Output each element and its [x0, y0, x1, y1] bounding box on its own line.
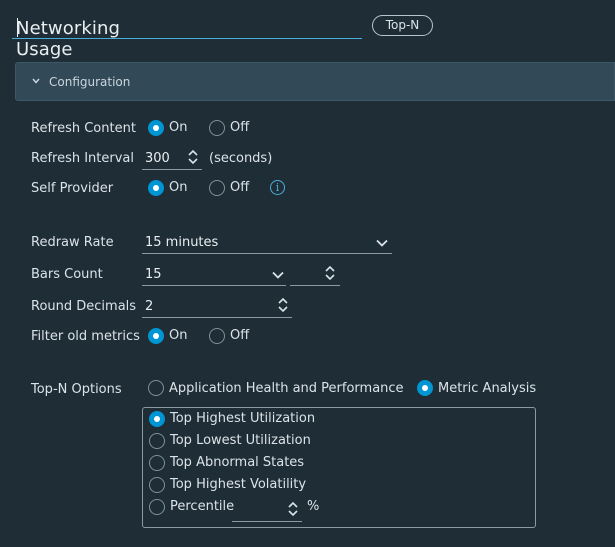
configuration-label: Configuration: [49, 75, 131, 89]
redraw-rate-label: Redraw Rate: [31, 235, 114, 250]
filter-old-metrics-label: Filter old metrics: [31, 329, 140, 344]
choice-top-highest-volatility-text: Top Highest Volatility: [170, 477, 307, 492]
bars-count-value: 15: [145, 267, 162, 282]
spinner-icon[interactable]: [288, 501, 298, 517]
choice-percentile-radio[interactable]: [149, 499, 165, 515]
chevron-down-icon: [272, 271, 284, 279]
spinner-icon[interactable]: [188, 149, 198, 165]
configuration-section-header[interactable]: Configuration: [15, 62, 615, 101]
round-decimals-label: Round Decimals: [31, 299, 137, 314]
filter-old-metrics-on-text: On: [169, 328, 188, 343]
filter-old-metrics-on-radio[interactable]: [148, 328, 164, 344]
chevron-down-icon: [376, 239, 388, 247]
metric-analysis-text: Metric Analysis: [438, 381, 537, 396]
refresh-interval-label: Refresh Interval: [31, 151, 135, 166]
percentile-unit: %: [307, 499, 320, 514]
choice-top-abnormal-states-text: Top Abnormal States: [170, 455, 305, 470]
filter-old-metrics-off-text: Off: [230, 328, 250, 343]
metric-analysis-radio[interactable]: [417, 380, 433, 396]
app-health-performance-radio[interactable]: [148, 380, 164, 396]
chevron-down-icon: [32, 78, 40, 84]
refresh-interval-value: 300: [145, 151, 170, 166]
refresh-interval-input[interactable]: 300: [142, 148, 202, 170]
spinner-icon[interactable]: [278, 297, 288, 313]
self-provider-off-radio[interactable]: [209, 180, 225, 196]
refresh-content-label: Refresh Content: [31, 121, 136, 136]
spinner-icon[interactable]: [325, 265, 335, 281]
refresh-content-off-radio[interactable]: [209, 120, 225, 136]
self-provider-label: Self Provider: [31, 181, 114, 196]
filter-old-metrics-off-radio[interactable]: [209, 328, 225, 344]
bars-count-custom-input[interactable]: [290, 264, 340, 286]
text-cursor: [17, 18, 18, 37]
choice-top-abnormal-states-radio[interactable]: [149, 455, 165, 471]
widget-title-text: Networking Usage: [16, 18, 120, 60]
round-decimals-value: 2: [145, 299, 154, 314]
topn-options-label: Top-N Options: [31, 382, 122, 397]
self-provider-off-text: Off: [230, 180, 250, 195]
redraw-rate-select[interactable]: 15 minutes: [142, 232, 392, 254]
app-health-performance-text: Application Health and Performance: [169, 381, 404, 396]
info-icon[interactable]: i: [270, 180, 285, 195]
choice-top-lowest-utilization-text: Top Lowest Utilization: [170, 433, 311, 448]
round-decimals-input[interactable]: 2: [142, 296, 292, 318]
refresh-content-on-text: On: [169, 120, 188, 135]
choice-top-highest-utilization-text: Top Highest Utilization: [170, 411, 316, 426]
self-provider-on-radio[interactable]: [148, 180, 164, 196]
topn-choices-panel: [142, 407, 536, 528]
redraw-rate-value: 15 minutes: [145, 235, 219, 250]
bars-count-select[interactable]: 15: [142, 264, 286, 286]
choice-percentile-text: Percentile: [170, 499, 235, 514]
refresh-content-off-text: Off: [230, 120, 250, 135]
widget-type-badge: Top-N: [372, 15, 433, 36]
percentile-input[interactable]: [232, 498, 302, 522]
choice-top-lowest-utilization-radio[interactable]: [149, 433, 165, 449]
bars-count-label: Bars Count: [31, 267, 103, 282]
refresh-interval-unit: (seconds): [209, 151, 273, 166]
choice-top-highest-utilization-radio[interactable]: [149, 411, 165, 427]
refresh-content-on-radio[interactable]: [148, 120, 164, 136]
widget-title-input[interactable]: Networking Usage: [12, 12, 362, 60]
choice-top-highest-volatility-radio[interactable]: [149, 477, 165, 493]
self-provider-on-text: On: [169, 180, 188, 195]
